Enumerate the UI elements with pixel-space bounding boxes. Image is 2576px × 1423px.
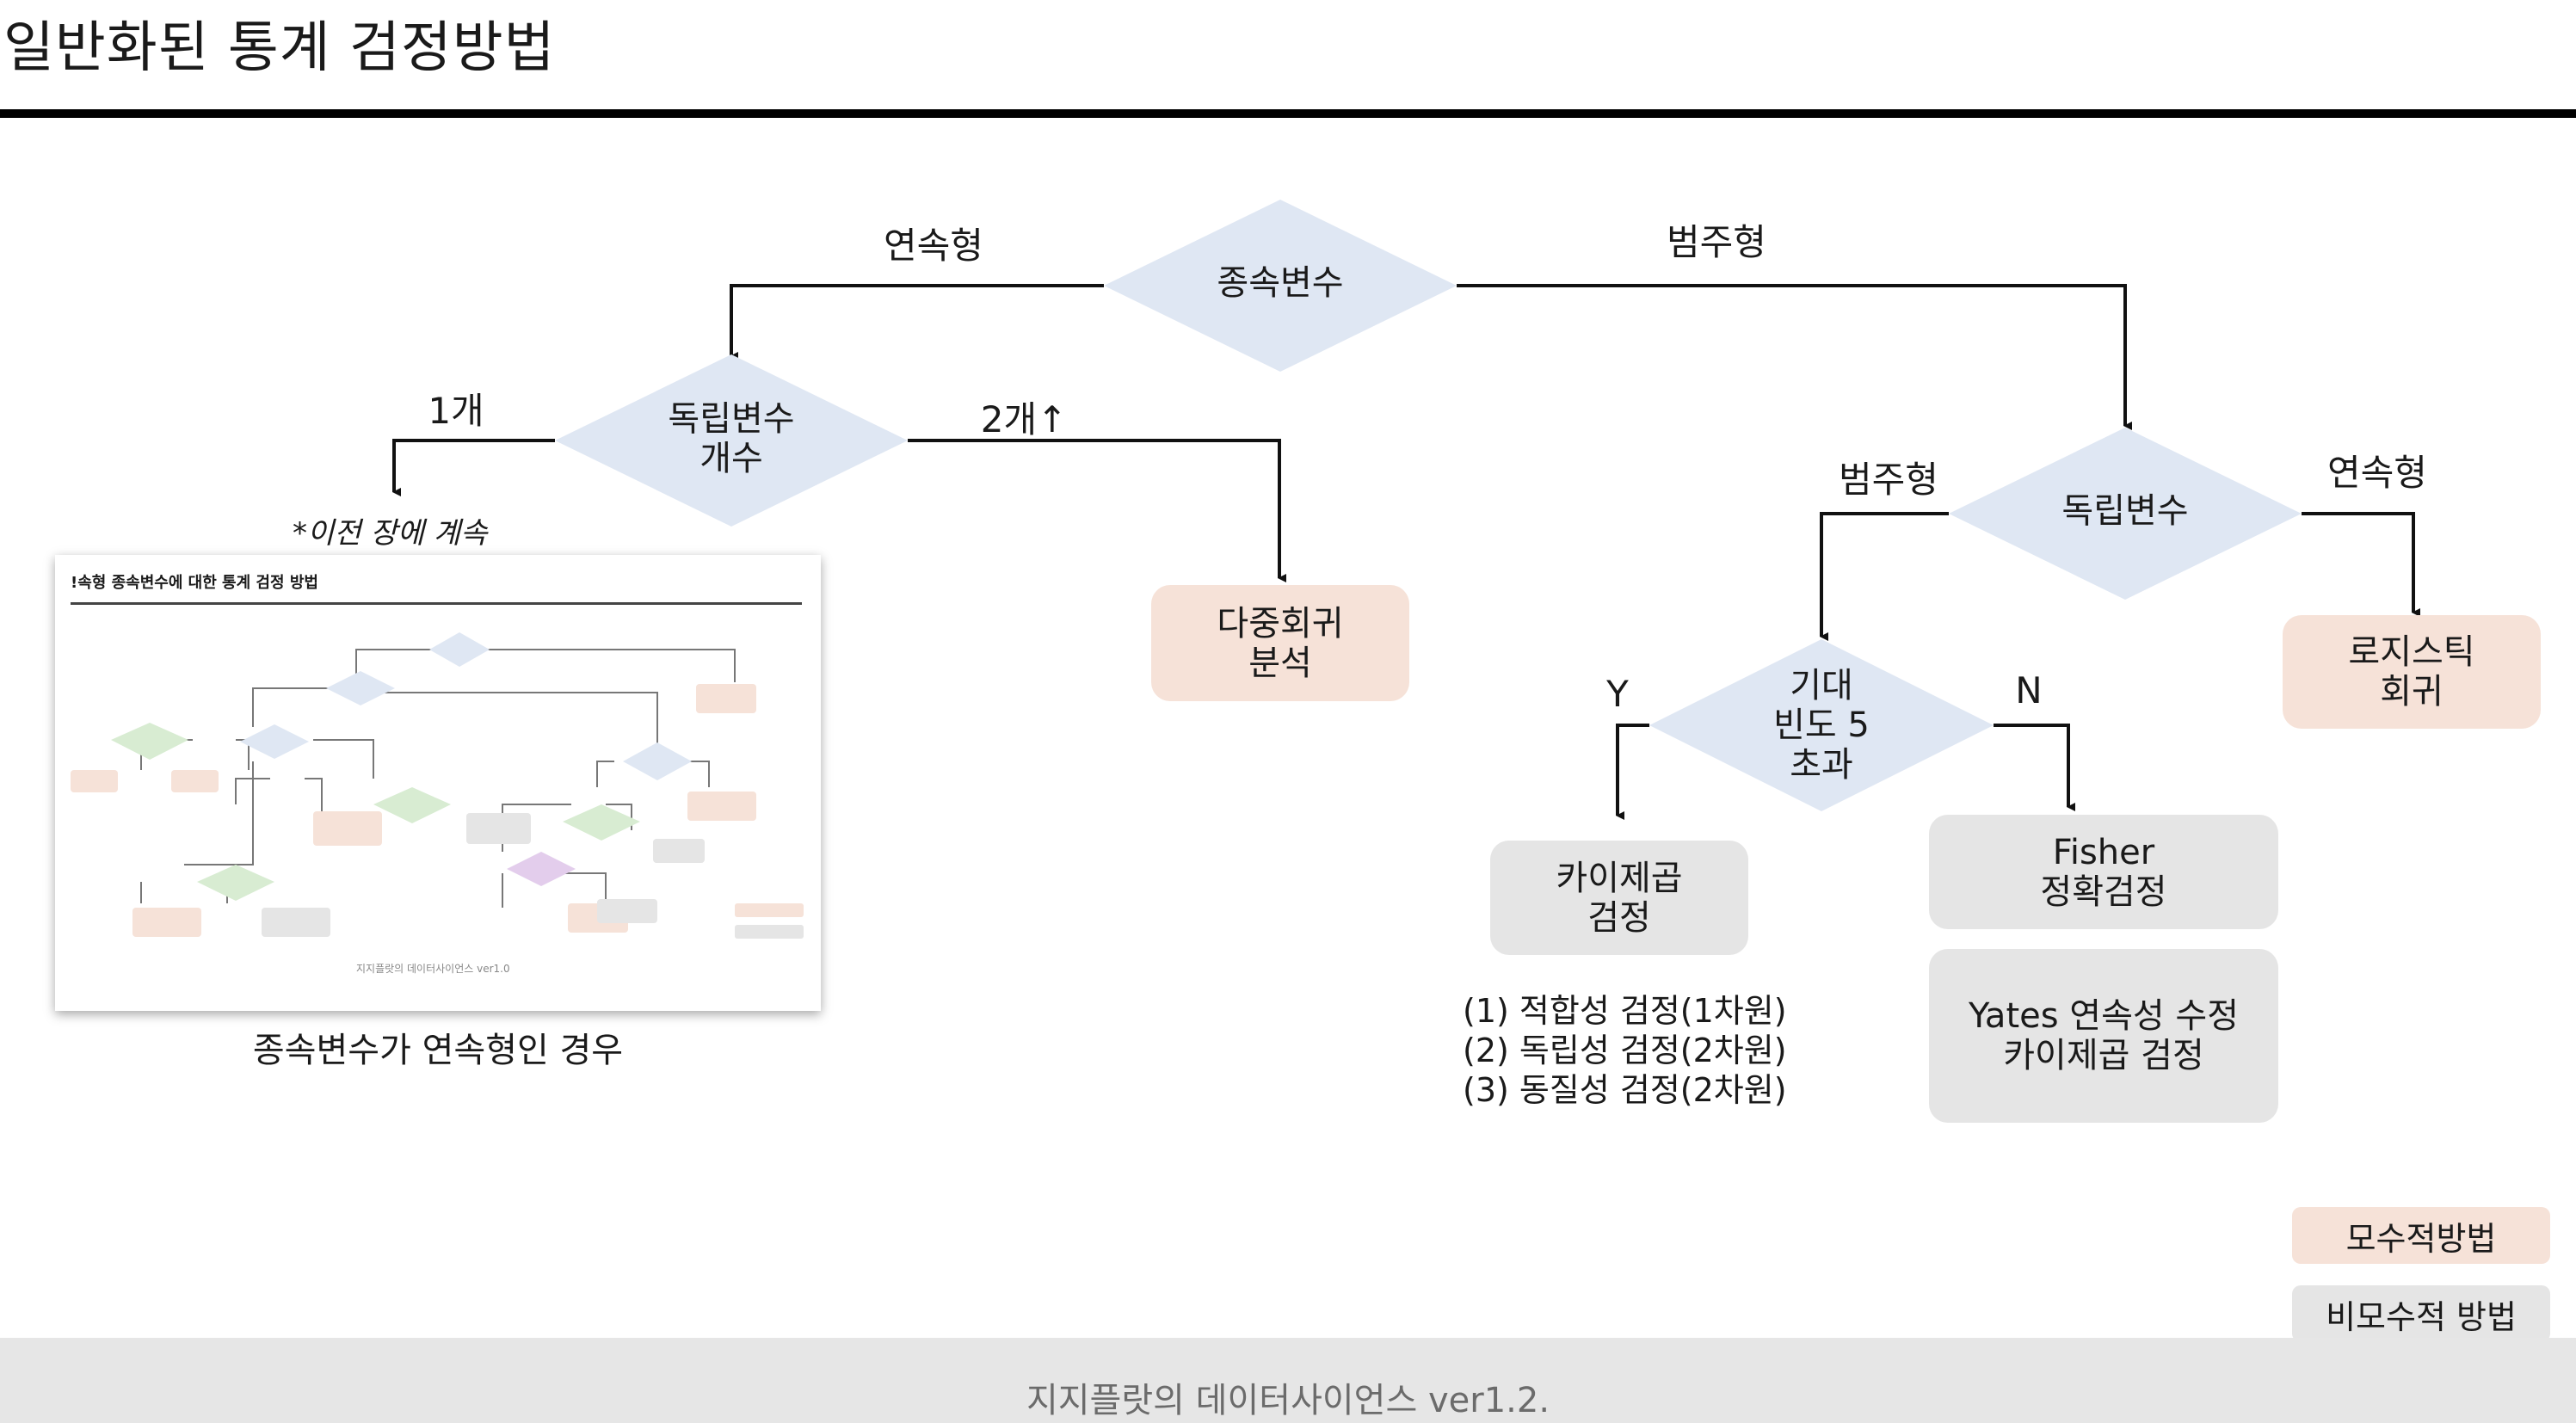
decision-expected-freq-shape xyxy=(1649,639,1994,811)
thumbnail-caption: 종속변수가 연속형인 경우 xyxy=(252,1031,624,1070)
decision-expected-freq-label: 기대 빈도 5 초과 xyxy=(1773,666,1870,785)
decision-indep-count-shape xyxy=(555,354,908,527)
thumbnail-footer: 지지플랏의 데이터사이언스 ver1.0 xyxy=(356,963,510,975)
edge-label-two-plus: 2개↑ xyxy=(980,398,1068,440)
decision-indep-var-shape xyxy=(1949,428,2302,600)
edge-label-one: 1개 xyxy=(428,390,484,432)
thumbnail-sketch xyxy=(71,632,804,939)
decision-dependent-shape xyxy=(1104,200,1457,372)
result-fisher-exact: Fisher 정확검정 xyxy=(1929,815,2278,929)
thumbnail-title: !속형 종속변수에 대한 통계 검정 방법 xyxy=(71,574,318,592)
edge-label-categorical: 범주형 xyxy=(1667,221,1766,263)
edge-label-yes: Y xyxy=(1606,673,1629,715)
result-logistic-regression: 로지스틱 회귀 xyxy=(2283,615,2541,729)
previous-diagram-thumbnail: !속형 종속변수에 대한 통계 검정 방법 xyxy=(55,555,821,1011)
footer-band xyxy=(0,1338,2576,1423)
edge-label-continuous-2: 연속형 xyxy=(2327,452,2427,494)
footer-text: 지지플랏의 데이터사이언스 ver1.2. xyxy=(1026,1381,1550,1420)
result-chi-square: 카이제곱 검정 xyxy=(1490,841,1748,955)
legend-parametric: 모수적방법 xyxy=(2292,1207,2550,1264)
edge-expected-no xyxy=(1994,724,2075,811)
decision-indep-var-label: 독립변수 xyxy=(2061,491,2189,531)
edge-dependent-to-indep-var xyxy=(1457,284,2132,430)
edge-label-continuous: 연속형 xyxy=(884,225,983,267)
page-title: 일반화된 통계 검정방법 xyxy=(3,16,556,80)
edge-dependent-to-indep-count xyxy=(730,284,1104,360)
chi-square-uses-list: (1) 적합성 검정(1차원) (2) 독립성 검정(2차원) (3) 동질성 … xyxy=(1463,992,1787,1109)
decision-indep-count-label: 독립변수 개수 xyxy=(668,399,795,478)
previous-chapter-note: *이전 장에 계속 xyxy=(293,516,488,551)
edge-indep-count-two-plus xyxy=(908,439,1286,582)
result-multiple-regression: 다중회귀 분석 xyxy=(1151,585,1409,701)
edge-indep-var-continuous xyxy=(2302,512,2420,617)
edge-indep-var-categorical xyxy=(1820,512,1949,641)
thumbnail-divider xyxy=(71,602,802,605)
decision-dependent-label: 종속변수 xyxy=(1217,263,1344,303)
result-yates-chi-square: Yates 연속성 수정 카이제곱 검정 xyxy=(1929,949,2278,1123)
edge-indep-count-one xyxy=(392,439,555,496)
edge-expected-yes xyxy=(1616,724,1649,820)
edge-label-categorical-2: 범주형 xyxy=(1839,459,1938,501)
edge-label-no: N xyxy=(2015,669,2043,712)
title-divider xyxy=(0,109,2576,118)
legend-nonparametric: 비모수적 방법 xyxy=(2292,1285,2550,1342)
